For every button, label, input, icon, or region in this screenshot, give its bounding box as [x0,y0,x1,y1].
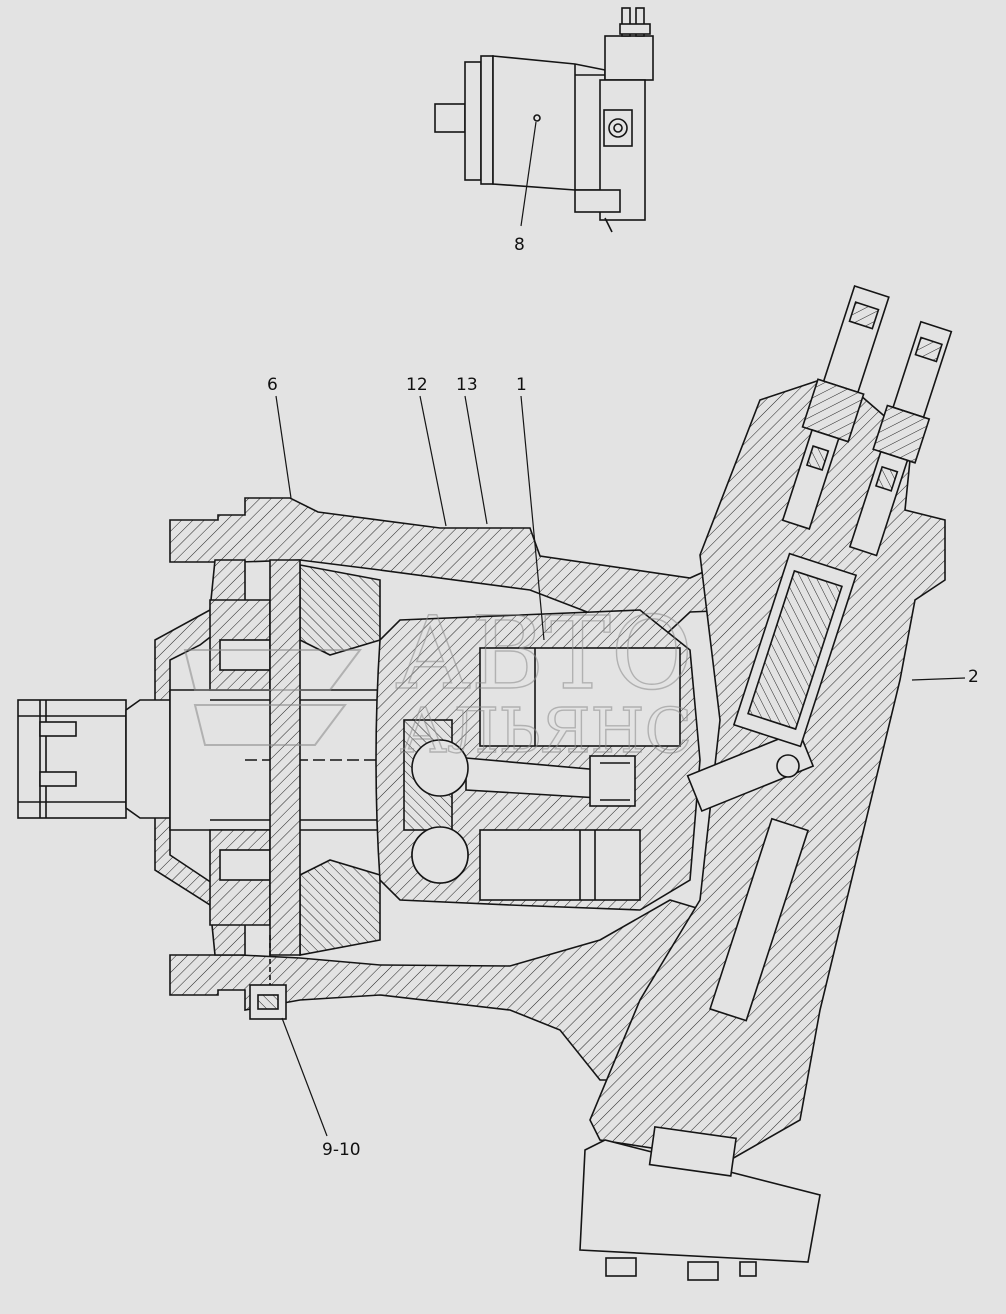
callout-13: 13 [456,375,478,395]
bearing-lower [299,859,381,956]
valve-cartridge-right [848,320,953,557]
watermark-text-line2: АЛЬЯНС [400,694,692,767]
callout-1: 1 [516,375,527,395]
leader-lines [275,395,966,1137]
motor-cross-section [17,285,953,1281]
bearing-upper [299,564,381,656]
valve-cartridge-left [781,285,890,530]
end-cap [579,1139,821,1263]
drain-plug [249,984,287,1020]
drive-flange [269,559,301,956]
callout-6: 6 [267,375,278,395]
motor-external-view [434,7,654,233]
callout-2: 2 [968,667,979,687]
output-shaft-end [17,699,127,819]
watermark-text-line1: АВТО [395,595,693,712]
callout-9-10: 9-10 [322,1140,361,1160]
callout-8: 8 [514,235,525,255]
watermark-logo [183,649,362,746]
callout-12: 12 [406,375,428,395]
leader-line-8 [520,121,537,227]
